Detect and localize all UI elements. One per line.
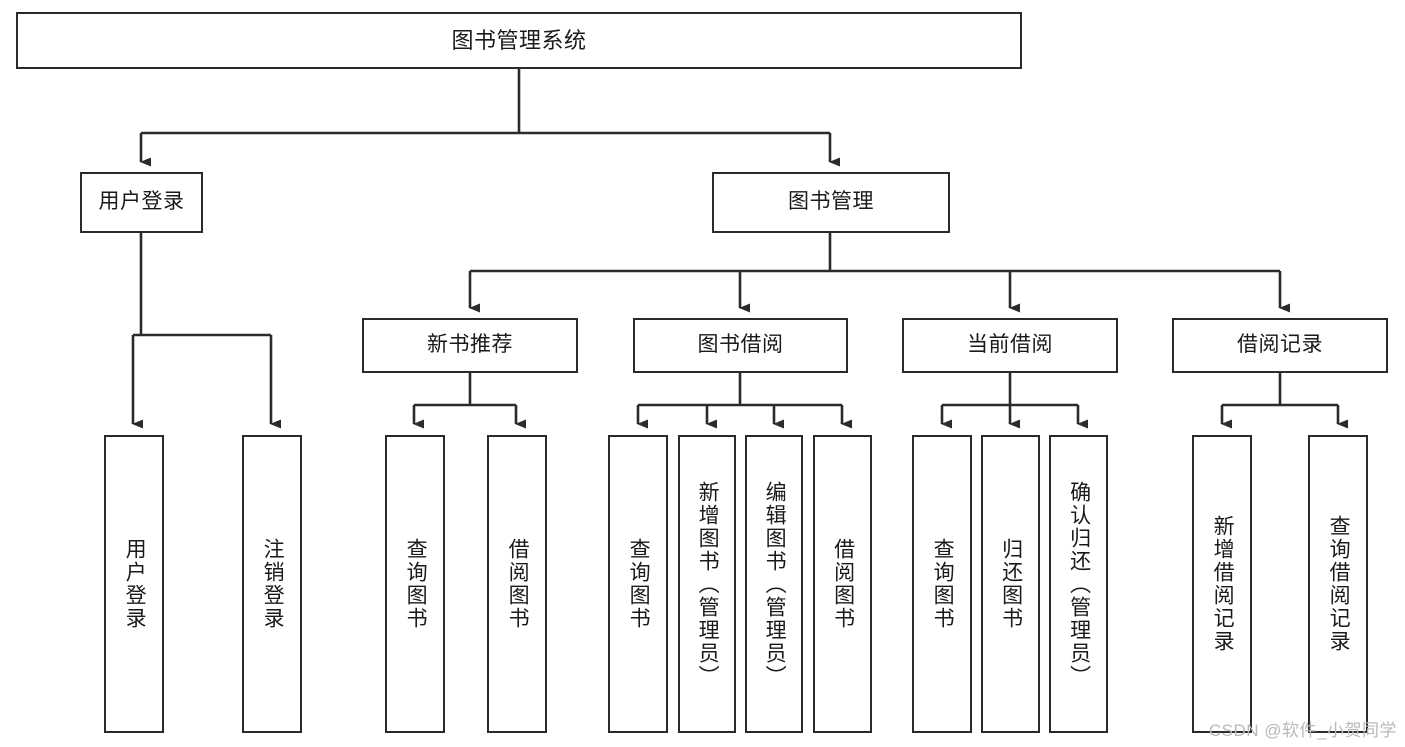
node-leaf-query-book-borrow[interactable]: 查询图书 — [608, 435, 668, 733]
node-label: 新书推荐 — [427, 333, 513, 357]
node-label: 新增借阅记录 — [1211, 515, 1235, 653]
node-user-login[interactable]: 用户登录 — [80, 172, 203, 233]
node-leaf-borrow-book[interactable]: 借阅图书 — [813, 435, 872, 733]
node-label: 查询图书 — [931, 538, 955, 630]
node-leaf-query-book-current[interactable]: 查询图书 — [912, 435, 972, 733]
node-label: 查询图书 — [627, 538, 651, 630]
node-label: 注销登录 — [261, 538, 285, 630]
node-book-borrow[interactable]: 图书借阅 — [633, 318, 848, 373]
node-label: 图书管理 — [788, 190, 874, 214]
node-label: 新增图书（管理员） — [696, 480, 720, 688]
node-leaf-edit-book-admin[interactable]: 编辑图书（管理员） — [745, 435, 803, 733]
node-label: 借阅图书 — [831, 538, 855, 630]
node-leaf-user-login[interactable]: 用户登录 — [104, 435, 164, 733]
node-label: 查询图书 — [404, 538, 428, 630]
node-label: 借阅记录 — [1237, 333, 1323, 357]
node-leaf-query-book-recommend[interactable]: 查询图书 — [385, 435, 445, 733]
node-label: 借阅图书 — [506, 538, 530, 630]
node-label: 归还图书 — [999, 538, 1023, 630]
node-leaf-query-borrow-record[interactable]: 查询借阅记录 — [1308, 435, 1368, 733]
csdn-watermark: CSDN @软件_小贺同学 — [1208, 721, 1397, 740]
node-label: 编辑图书（管理员） — [763, 480, 787, 688]
node-leaf-logout[interactable]: 注销登录 — [242, 435, 302, 733]
node-book-management[interactable]: 图书管理 — [712, 172, 950, 233]
node-borrow-record[interactable]: 借阅记录 — [1172, 318, 1388, 373]
node-leaf-add-borrow-record[interactable]: 新增借阅记录 — [1192, 435, 1252, 733]
node-label: 确认归还（管理员） — [1067, 480, 1091, 688]
node-label: 查询借阅记录 — [1327, 515, 1351, 653]
node-leaf-confirm-return-admin[interactable]: 确认归还（管理员） — [1049, 435, 1108, 733]
node-label: 当前借阅 — [967, 333, 1053, 357]
node-label: 用户登录 — [98, 190, 185, 214]
node-leaf-borrow-book-recommend[interactable]: 借阅图书 — [487, 435, 547, 733]
node-label: 图书借阅 — [697, 333, 784, 357]
node-leaf-add-book-admin[interactable]: 新增图书（管理员） — [678, 435, 736, 733]
node-new-book-recommend[interactable]: 新书推荐 — [362, 318, 578, 373]
node-label: 图书管理系统 — [451, 27, 587, 53]
node-root-library-system[interactable]: 图书管理系统 — [16, 12, 1022, 69]
node-current-borrow[interactable]: 当前借阅 — [902, 318, 1118, 373]
node-leaf-return-book[interactable]: 归还图书 — [981, 435, 1040, 733]
node-label: 用户登录 — [123, 538, 147, 630]
